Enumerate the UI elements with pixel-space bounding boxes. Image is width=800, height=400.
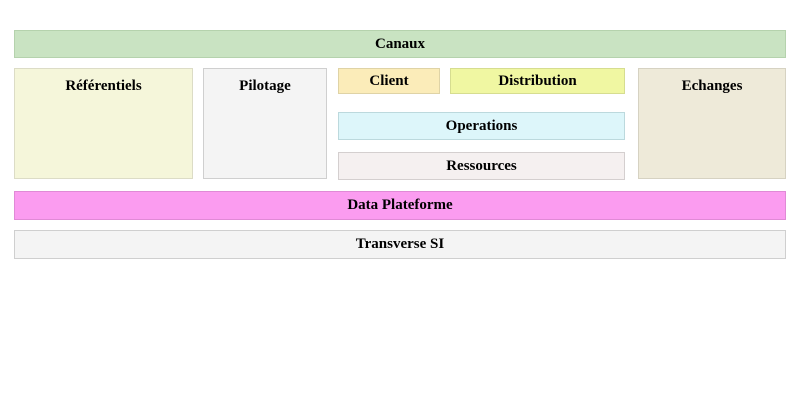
block-echanges-label: Echanges — [681, 78, 743, 94]
band-transverse-si-label: Transverse SI — [355, 236, 445, 252]
band-transverse-si[interactable]: Transverse SI — [14, 230, 786, 259]
block-distribution-label: Distribution — [498, 72, 577, 89]
block-referentiels[interactable]: Référentiels — [14, 68, 193, 179]
band-data-plateforme[interactable]: Data Plateforme — [14, 191, 786, 220]
block-ressources-label: Ressources — [446, 157, 517, 174]
block-pilotage[interactable]: Pilotage — [203, 68, 327, 179]
block-echanges[interactable]: Echanges — [638, 68, 786, 179]
block-operations-label: Operations — [445, 117, 518, 134]
block-ressources[interactable]: Ressources — [338, 152, 625, 180]
block-referentiels-label: Référentiels — [65, 78, 142, 94]
band-data-plateforme-label: Data Plateforme — [347, 197, 453, 213]
block-operations[interactable]: Operations — [338, 112, 625, 140]
block-distribution[interactable]: Distribution — [450, 68, 625, 94]
band-canaux[interactable]: Canaux — [14, 30, 786, 58]
block-client-label: Client — [369, 72, 409, 89]
block-pilotage-label: Pilotage — [239, 78, 291, 94]
block-client[interactable]: Client — [338, 68, 440, 94]
band-canaux-label: Canaux — [374, 35, 426, 52]
